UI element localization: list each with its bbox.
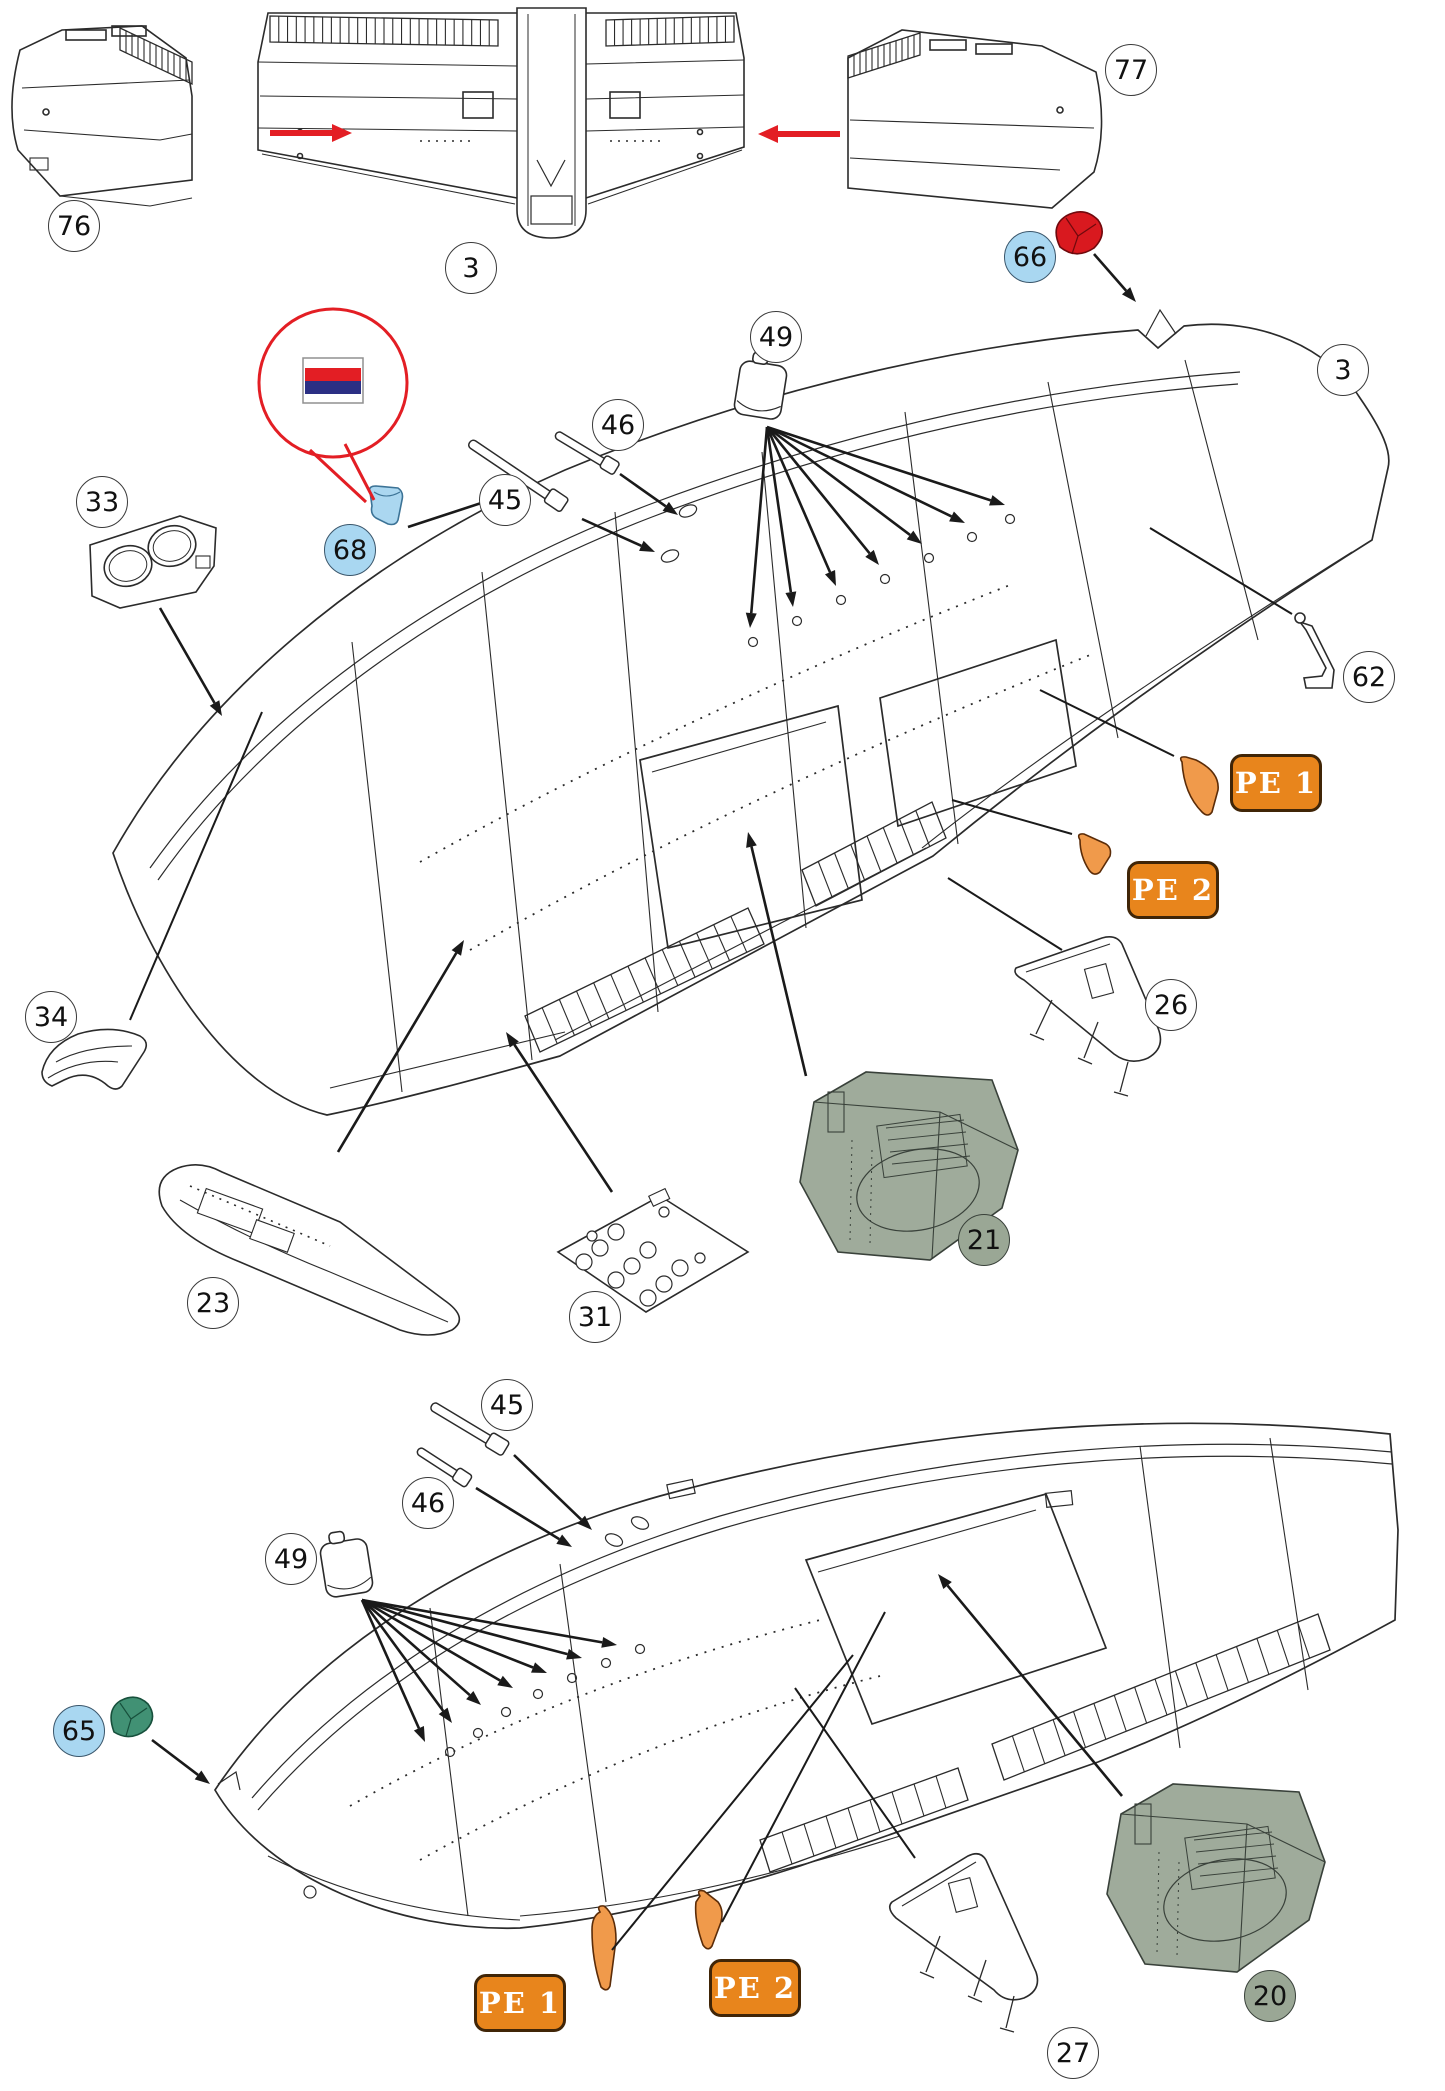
upper-wing-drawing (112, 308, 1390, 1116)
arrowhead (209, 700, 222, 716)
callout-3-wing: 3 (1317, 344, 1369, 396)
callout-34: 34 (25, 991, 77, 1043)
part-27-drawing (888, 1852, 1039, 2033)
flag-callout-bubble (257, 307, 409, 504)
part-46-top-drawing (554, 431, 620, 475)
hatch-band (847, 32, 921, 79)
callout-66: 66 (1004, 231, 1056, 283)
arrowhead (785, 591, 797, 607)
part-49-bottom-drawing (319, 1530, 374, 1598)
hatch-band (269, 15, 499, 47)
arrowhead (531, 1662, 547, 1673)
pe1-part-bottom (591, 1905, 617, 1991)
arrowhead (506, 1032, 519, 1048)
part-45-bottom-drawing (430, 1402, 510, 1456)
part-31-drawing (556, 1187, 750, 1313)
arrowhead (566, 1648, 582, 1660)
callout-76: 76 (48, 200, 100, 252)
part-46-bottom-drawing (416, 1447, 473, 1488)
part-62-drawing (1294, 612, 1335, 689)
part-76-drawing (11, 25, 193, 207)
callout-65: 65 (53, 1705, 105, 1757)
arrowhead (438, 1707, 452, 1723)
arrowhead (758, 125, 778, 143)
arrowhead (746, 832, 757, 848)
callout-49-top: 49 (750, 311, 802, 363)
arrowhead (601, 1636, 617, 1648)
callout-33: 33 (76, 476, 128, 528)
hatch-band (605, 15, 735, 47)
arrowhead (938, 1574, 952, 1590)
hatch-band (801, 801, 947, 907)
part-45-top-drawing (468, 439, 569, 512)
callout-23: 23 (187, 1277, 239, 1329)
callout-3-center: 3 (445, 242, 497, 294)
arrowhead (745, 612, 757, 628)
callout-77: 77 (1105, 44, 1157, 96)
flag-icon (302, 357, 364, 404)
callout-68: 68 (324, 524, 376, 576)
part-26-drawing (1014, 936, 1162, 1097)
hatch-band (759, 1767, 969, 1873)
arrowhead (949, 511, 965, 523)
callout-49-bottom: 49 (265, 1533, 317, 1585)
pe1-label-top: PE 1 (1230, 754, 1322, 812)
pe2-label-bottom: PE 2 (709, 1959, 801, 2017)
callout-45-top: 45 (479, 474, 531, 526)
part-68-blue-lamp (368, 485, 404, 526)
callout-46-top: 46 (592, 399, 644, 451)
pe1-part-top (1179, 756, 1219, 816)
screw-holes-row (444, 1643, 646, 1758)
part-3-center-section-drawing (257, 7, 745, 239)
part-23-drawing (158, 1164, 461, 1336)
arrowhead (194, 1770, 210, 1784)
arrowhead (556, 1534, 572, 1547)
arrowhead (906, 530, 922, 544)
screw-holes-row (747, 513, 1016, 648)
part-33-drawing (89, 515, 217, 609)
callout-31: 31 (569, 1291, 621, 1343)
callout-46-bottom: 46 (402, 1477, 454, 1529)
callout-26: 26 (1145, 979, 1197, 1031)
pe2-label-top: PE 2 (1127, 861, 1219, 919)
arrowhead (451, 940, 464, 956)
callout-21: 21 (958, 1214, 1010, 1266)
arrowhead (989, 495, 1005, 506)
callout-27: 27 (1047, 2027, 1099, 2079)
arrowhead (865, 549, 879, 565)
part-34-drawing (41, 1028, 148, 1090)
pe2-part-bottom (694, 1889, 723, 1950)
arrowhead (824, 570, 836, 586)
pointer-lines (129, 527, 1293, 1951)
lower-wing-drawing (213, 1422, 1399, 1930)
part-77-drawing (847, 29, 1103, 209)
callout-45-bottom: 45 (481, 1379, 533, 1431)
arrowhead (466, 1690, 481, 1705)
hatch-band (524, 907, 765, 1053)
arrowhead (332, 124, 352, 142)
pe2-part-top (1077, 833, 1112, 875)
arrowhead (639, 540, 655, 552)
callout-62: 62 (1343, 651, 1395, 703)
assembly-arrows (151, 253, 1136, 1797)
part-21-drawing (799, 1071, 1019, 1261)
hatch-band (991, 1613, 1331, 1781)
arrowhead (1121, 287, 1136, 302)
arrowhead (662, 501, 678, 515)
part-66-red-light (1055, 211, 1103, 255)
hatch-band (119, 26, 193, 86)
pe1-label-bottom: PE 1 (474, 1974, 566, 2032)
arrowhead (413, 1726, 425, 1742)
part-65-green-light (110, 1696, 154, 1738)
arrowhead (577, 1515, 592, 1530)
arrowhead (497, 1675, 513, 1688)
part-20-drawing (1106, 1783, 1326, 1973)
callout-20: 20 (1244, 1970, 1296, 2022)
